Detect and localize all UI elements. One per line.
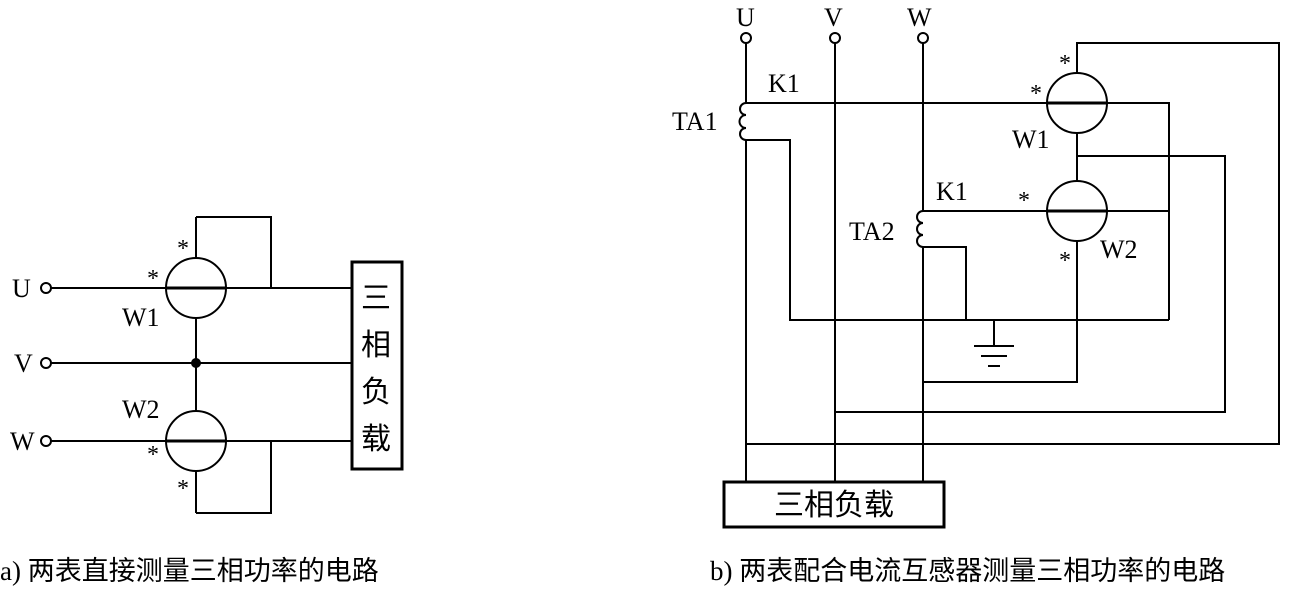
load-label-b: 三相负载 <box>774 488 894 523</box>
terminal-v <box>40 357 52 369</box>
load-char-1: 三 <box>361 281 391 316</box>
terminal-w-b <box>917 32 929 44</box>
svg-text:*: * <box>1059 51 1071 77</box>
ta2-coil <box>916 210 924 248</box>
diagram-a: U V W * * W1 * * W2 三 相 负 载 a) 两 <box>0 216 404 586</box>
phase-label-u: U <box>12 274 31 303</box>
phase-label-v-b: V <box>824 3 843 32</box>
phase-label-u-b: U <box>736 3 755 32</box>
load-char-4: 载 <box>361 422 391 457</box>
svg-text:*: * <box>1059 248 1071 274</box>
phase-label-w: W <box>10 427 35 456</box>
meter-label-w1-b: W1 <box>1012 125 1050 154</box>
caption-b: b) 两表配合电流互感器测量三相功率的电路 <box>710 556 1225 586</box>
ta1-label: TA1 <box>672 107 718 136</box>
ground-icon <box>974 320 1014 367</box>
terminal-u <box>40 282 52 294</box>
load-char-2: 相 <box>361 328 391 363</box>
svg-text:*: * <box>1018 188 1030 214</box>
ta1-coil <box>738 102 747 141</box>
svg-text:*: * <box>177 236 189 262</box>
load-char-3: 负 <box>361 375 391 410</box>
meter-label-w2-b: W2 <box>1100 235 1138 264</box>
terminal-w <box>40 435 52 447</box>
phase-label-w-b: W <box>907 3 932 32</box>
svg-text:*: * <box>147 442 159 468</box>
diagram-b: U V W TA1 K1 * * W1 TA2 K1 <box>672 3 1280 586</box>
ta2-label: TA2 <box>849 217 895 246</box>
caption-a: a) 两表直接测量三相功率的电路 <box>0 556 379 586</box>
load-box-b <box>722 480 946 529</box>
terminal-v-b <box>829 32 841 44</box>
k1-label-upper: K1 <box>768 69 800 98</box>
svg-text:*: * <box>177 476 189 502</box>
meter-label-w1: W1 <box>122 303 160 332</box>
k1-label-lower: K1 <box>936 177 968 206</box>
load-box-a <box>350 260 404 471</box>
svg-text:*: * <box>147 266 159 292</box>
terminal-u-b <box>740 32 752 44</box>
phase-label-v: V <box>14 349 33 378</box>
svg-text:*: * <box>1030 81 1042 107</box>
meter-label-w2: W2 <box>122 395 160 424</box>
